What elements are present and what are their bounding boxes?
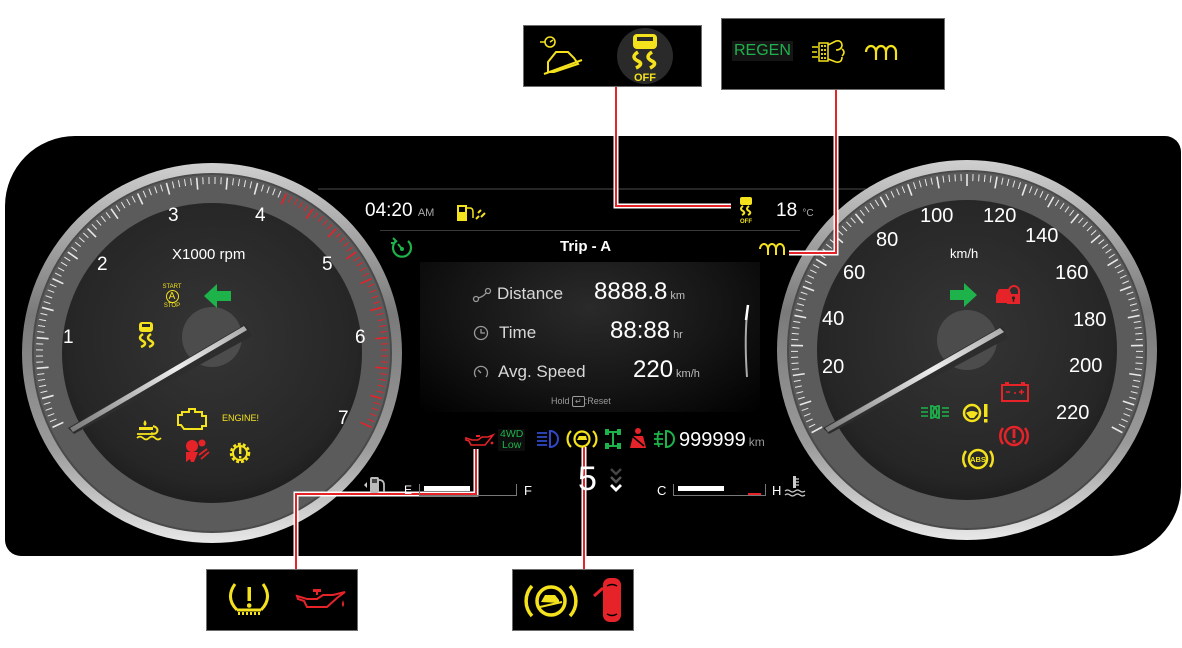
coolant-hot-label: H xyxy=(772,483,782,498)
speed-tick-20: 20 xyxy=(822,356,845,378)
low-fuel-icon xyxy=(457,205,486,221)
tach-tick-1: 1 xyxy=(63,327,74,348)
seatbelt-warning-icon xyxy=(630,428,646,448)
speed-gauge-icon xyxy=(473,365,489,378)
fuel-pump-icon xyxy=(364,477,385,493)
left-turn-signal-icon xyxy=(204,284,231,308)
tach-unit-label: X1000 rpm xyxy=(172,246,246,263)
coolant-hot-zone xyxy=(748,493,761,495)
tach-tick-7: 7 xyxy=(338,408,349,429)
tach-tick-4: 4 xyxy=(255,205,266,226)
position-lamp-icon xyxy=(921,405,949,419)
coolant-gauge-fill xyxy=(678,486,724,491)
battery-warning-icon xyxy=(1001,382,1029,402)
hill-descent-control-icon xyxy=(540,36,583,75)
speed-unit-label: km/h xyxy=(950,246,979,261)
coolant-cold-label: C xyxy=(657,483,667,498)
check-engine-icon xyxy=(177,408,207,430)
fuel-gauge-fill xyxy=(424,486,470,491)
avg-speed-label: Avg. Speed xyxy=(498,362,586,381)
callout-lines xyxy=(293,85,839,570)
tach-tick-3: 3 xyxy=(168,205,179,226)
clock-time: 04:20 xyxy=(365,200,413,221)
gear-indicator: 5 xyxy=(578,460,597,498)
cruise-control-icon xyxy=(391,237,413,258)
time-label: Time xyxy=(499,323,537,342)
speed-tick-140: 140 xyxy=(1025,225,1059,247)
door-open-icon xyxy=(593,578,621,622)
awd-lock-icon xyxy=(605,429,621,449)
clock: 04:20 AM xyxy=(365,200,434,222)
water-in-fuel-icon xyxy=(136,420,162,441)
oil-pressure-warning-icon xyxy=(295,589,346,608)
speed-tick-40: 40 xyxy=(822,308,845,330)
callout-box-autohold-door xyxy=(512,569,634,631)
callout-box-regen-dpf-glowplug: REGEN xyxy=(721,18,945,90)
display-header-divider xyxy=(380,230,800,231)
svg-text:OFF: OFF xyxy=(740,219,752,225)
coolant-temperature-icon xyxy=(784,476,806,497)
tach-tick-5: 5 xyxy=(322,254,333,275)
airbag-warning-icon xyxy=(186,439,210,462)
svg-text:OFF: OFF xyxy=(634,72,656,84)
glow-plug-small-icon xyxy=(759,243,785,255)
right-turn-signal-icon xyxy=(950,283,977,307)
speed-tick-220: 220 xyxy=(1056,402,1090,424)
auto-hold-small-icon xyxy=(566,430,598,448)
fuel-gauge-bar xyxy=(419,484,517,496)
brake-warning-icon xyxy=(999,425,1029,447)
speed-tick-200: 200 xyxy=(1069,355,1103,377)
traction-control-off-icon: OFF xyxy=(617,28,673,84)
traction-control-icon xyxy=(138,322,155,349)
tachometer-dial xyxy=(22,163,402,543)
reset-hint: Hold ↵:Reset xyxy=(551,396,611,407)
tachometer-ticks xyxy=(36,177,388,429)
callout-box-tpms-oil xyxy=(206,569,358,631)
outside-temperature: 18 °C xyxy=(776,200,814,221)
speed-tick-100: 100 xyxy=(920,205,954,227)
transmission-warning-icon xyxy=(229,442,251,464)
display-top-divider xyxy=(318,188,866,190)
svg-text:ABS: ABS xyxy=(970,455,986,464)
tach-tick-6: 6 xyxy=(355,327,366,348)
tach-tick-2: 2 xyxy=(97,254,108,275)
coolant-gauge-bar xyxy=(673,484,766,496)
oil-pressure-small-icon xyxy=(465,433,496,446)
trip-title: Trip - A xyxy=(560,238,612,255)
traction-control-off-small-icon: OFF xyxy=(740,197,752,225)
regen-indicator: REGEN xyxy=(732,41,793,61)
speed-tick-120: 120 xyxy=(983,205,1017,227)
glow-plug-icon xyxy=(864,44,898,60)
front-fog-lamp-icon xyxy=(654,429,675,449)
clock-icon xyxy=(473,325,489,341)
callout-box-hill-descent-tcs: OFF xyxy=(523,25,702,87)
fuel-empty-label: E xyxy=(404,483,413,497)
distance-icon xyxy=(472,287,492,303)
speedometer-dial xyxy=(777,160,1157,540)
engine-warning-text: ENGINE! xyxy=(222,413,260,423)
fuel-full-label: F xyxy=(524,483,532,498)
enter-key-icon: ↵ xyxy=(572,396,585,407)
door-lock-icon xyxy=(996,285,1020,304)
auto-hold-icon xyxy=(524,584,578,618)
tire-pressure-warning-icon xyxy=(229,583,269,615)
auto-start-stop-icon: START A STOP xyxy=(162,284,182,309)
speed-tick-80: 80 xyxy=(876,229,899,251)
distance-label: Distance xyxy=(497,284,564,303)
speed-tick-160: 160 xyxy=(1055,262,1089,284)
diesel-particulate-filter-icon xyxy=(812,40,845,63)
shift-down-icon xyxy=(610,468,622,492)
speedometer-ticks xyxy=(791,174,1143,434)
abs-warning-icon: ABS xyxy=(962,448,994,470)
power-steering-warning-icon xyxy=(962,403,988,423)
high-beam-icon xyxy=(537,429,559,449)
speed-tick-180: 180 xyxy=(1073,309,1107,331)
4wd-low-indicator: 4WD Low xyxy=(498,428,526,451)
speed-tick-60: 60 xyxy=(843,262,866,284)
clock-ampm: AM xyxy=(417,207,435,219)
